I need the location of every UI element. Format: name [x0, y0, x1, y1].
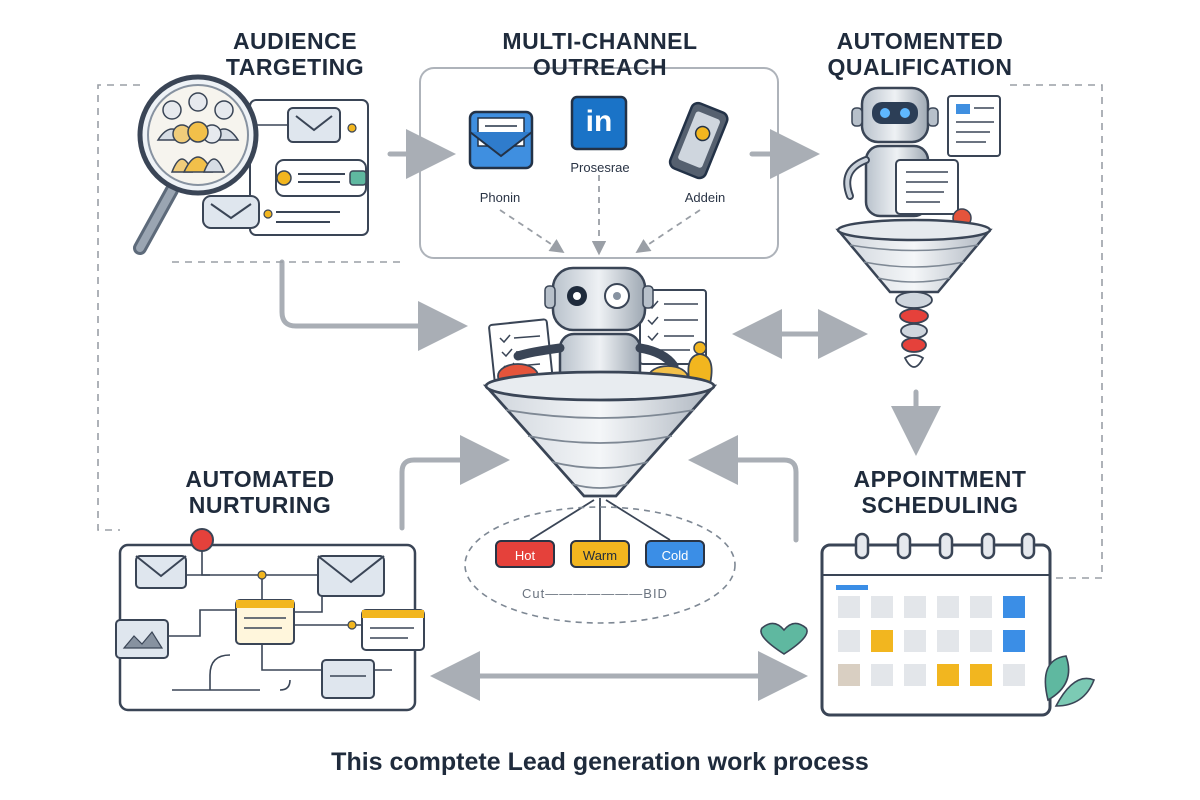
automated-qualification-line-1: AUTOMENTED — [836, 28, 1004, 54]
calendar-cell — [1003, 630, 1025, 652]
cold-lead-tag: Cold — [645, 540, 705, 568]
calendar-cell — [838, 664, 860, 686]
calendar-cell — [937, 664, 959, 686]
calendar-cell — [970, 664, 992, 686]
appointment-scheduling-line-2: SCHEDULING — [861, 492, 1019, 518]
appointment-scheduling-label: APPOINTMENT SCHEDULING — [830, 466, 1050, 518]
multi-channel-outreach-graphic — [419, 67, 779, 259]
calendar-cell — [838, 630, 860, 652]
email-channel-caption: Phonin — [479, 190, 521, 205]
email-icon — [468, 110, 534, 170]
multi-channel-outreach-label: MULTI-CHANNEL OUTREACH — [470, 28, 730, 80]
linkedin-channel-caption: Prosesrae — [570, 160, 630, 175]
linkedin-logo-text: in — [585, 105, 613, 138]
calendar-cell — [904, 664, 926, 686]
dashed-loop-right — [1010, 84, 1103, 579]
automated-nurturing-line-1: AUTOMATED — [185, 466, 335, 492]
calendar-cell — [1003, 664, 1025, 686]
calendar-cell — [871, 630, 893, 652]
calendar-cell — [838, 596, 860, 618]
audience-targeting-graphic — [133, 74, 369, 255]
lead-tags-caption: Cut———————BID — [522, 586, 668, 601]
multi-channel-outreach-line-1: MULTI-CHANNEL — [502, 28, 698, 54]
linkedin-icon — [570, 95, 628, 151]
automated-nurturing-line-2: NURTURING — [188, 492, 332, 518]
calendar-cell — [904, 630, 926, 652]
calendar-cell — [1003, 596, 1025, 618]
calendar-cell — [904, 596, 926, 618]
audience-targeting-line-2: TARGETING — [225, 54, 365, 80]
central-funnel-graphic — [464, 266, 736, 624]
calendar-cell — [970, 596, 992, 618]
automated-nurturing-graphic — [115, 528, 425, 712]
automated-qualification-line-2: QUALIFICATION — [827, 54, 1013, 80]
calendar-graphic — [760, 532, 1096, 717]
warm-lead-tag: Warm — [570, 540, 630, 568]
automated-qualification-label: AUTOMENTED QUALIFICATION — [810, 28, 1030, 80]
phone-channel-caption: Addein — [684, 190, 726, 205]
calendar-cell — [937, 630, 959, 652]
flow-arrows — [279, 129, 941, 701]
calendar-cell — [871, 596, 893, 618]
calendar-cell — [970, 630, 992, 652]
dashed-loop-left — [97, 84, 140, 531]
audience-targeting-label: AUDIENCE TARGETING — [210, 28, 380, 80]
calendar-cell — [871, 664, 893, 686]
automated-nurturing-label: AUTOMATED NURTURING — [160, 466, 360, 518]
hot-lead-tag: Hot — [495, 540, 555, 568]
multi-channel-outreach-line-2: OUTREACH — [532, 54, 668, 80]
automated-qualification-graphic — [835, 86, 1001, 368]
diagram-caption: This comptete Lead generation work proce… — [331, 748, 869, 776]
appointment-scheduling-line-1: APPOINTMENT — [853, 466, 1027, 492]
calendar-cell — [937, 596, 959, 618]
audience-targeting-line-1: AUDIENCE — [232, 28, 358, 54]
phone-icon — [668, 101, 729, 180]
